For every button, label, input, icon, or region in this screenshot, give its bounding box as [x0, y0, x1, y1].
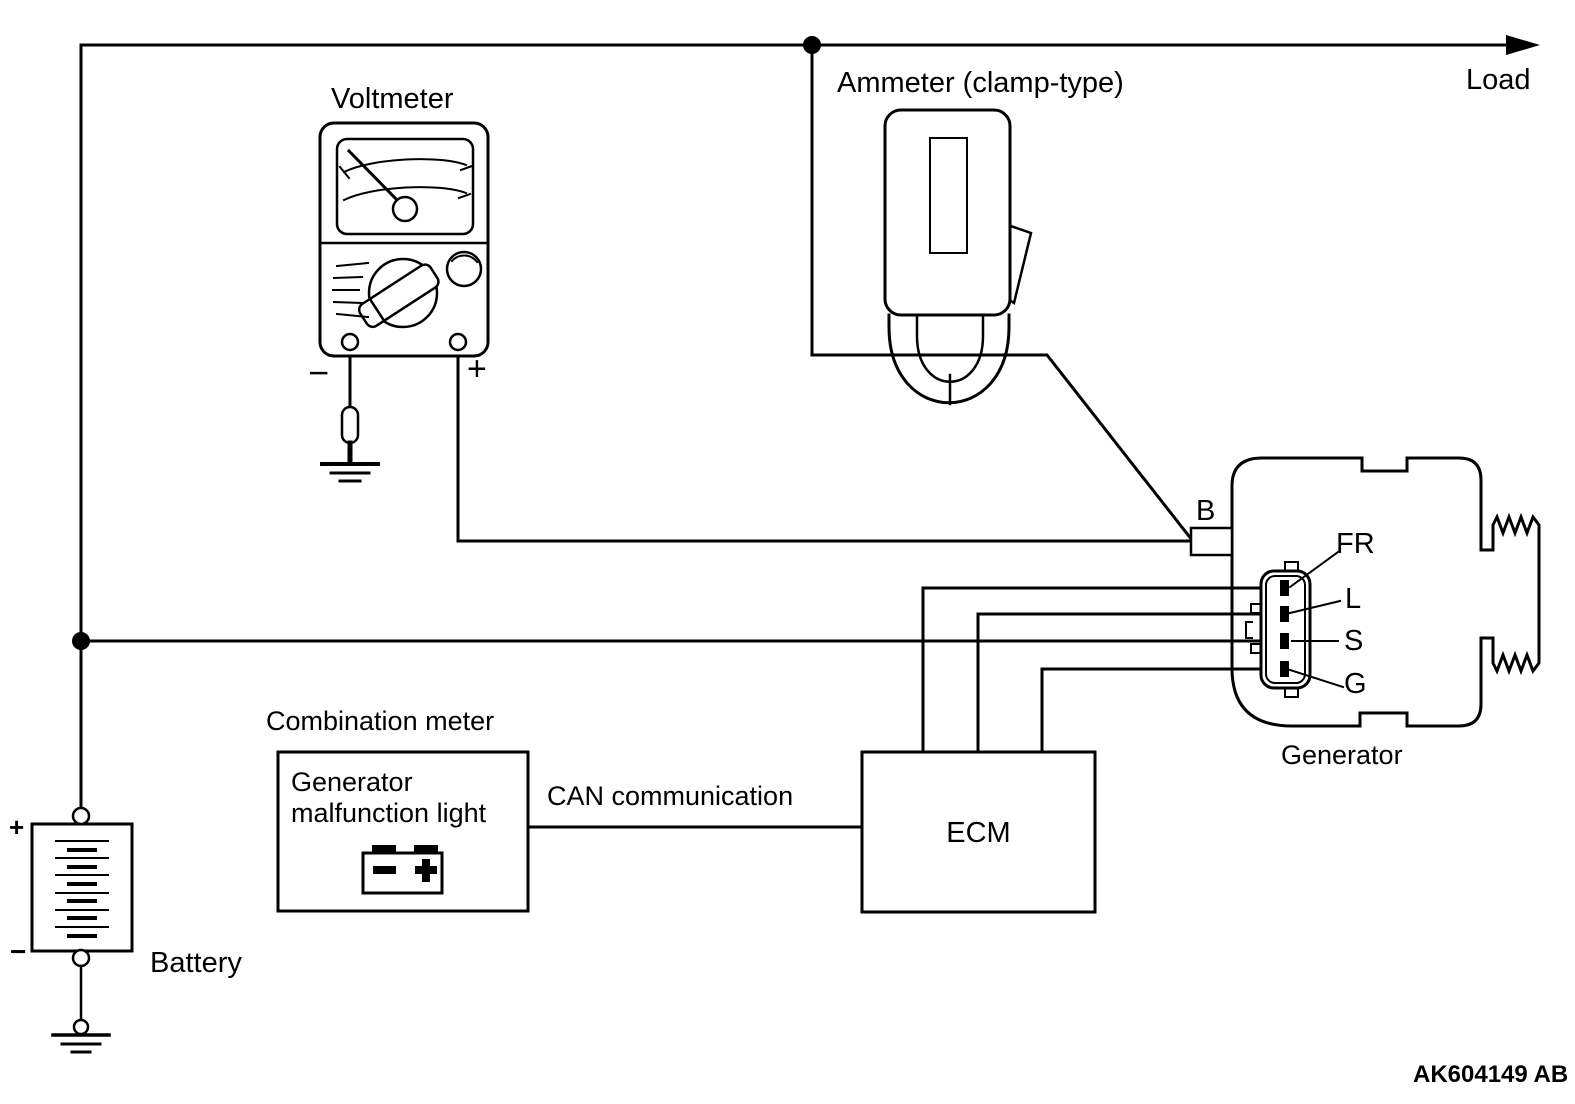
leader-fr [1288, 550, 1340, 589]
lamp-terminal-right [414, 845, 438, 854]
battery-minus-label: − [10, 936, 27, 967]
wire-fr-terminal [921, 586, 1287, 754]
connector-outer [1259, 569, 1312, 690]
ammeter-label: Ammeter (clamp-type) [837, 67, 1124, 99]
leader-g [1288, 668, 1345, 689]
connector-inner [1265, 575, 1306, 684]
leader-l [1288, 599, 1342, 615]
figure-code: AK604149 AB [1413, 1061, 1569, 1088]
voltmeter-minus-label: − [308, 352, 330, 393]
load-label: Load [1466, 64, 1531, 96]
voltmeter-sub-dial-arc [450, 254, 479, 264]
ammeter-display [929, 137, 968, 254]
malfunction-light-line1: Generator [291, 767, 413, 797]
voltmeter-scale-arc-upper [342, 158, 468, 174]
voltmeter-label: Voltmeter [331, 83, 454, 115]
lamp-minus-symbol [373, 866, 396, 874]
battery-ground-node [72, 1018, 90, 1036]
pin-fr-label: FR [1336, 528, 1375, 560]
connector-pin-g [1280, 661, 1289, 677]
voltmeter-needle [346, 148, 402, 205]
pin-s-label: S [1344, 625, 1364, 657]
voltmeter-terminal-plus [448, 332, 468, 352]
connector-latch-bracket [1245, 621, 1253, 639]
battery-terminal-top [71, 806, 91, 826]
battery-plates [55, 840, 109, 938]
battery-terminal-bottom [71, 948, 91, 968]
connector-pin-fr [1280, 580, 1289, 596]
combination-meter-label: Combination meter [266, 706, 495, 736]
terminal-b-label: B [1196, 495, 1216, 527]
pin-g-label: G [1344, 668, 1367, 700]
can-label: CAN communication [547, 781, 794, 811]
battery-plus-label: + [9, 812, 25, 842]
voltmeter-probe [340, 405, 360, 445]
voltmeter-scale-arc-lower [342, 186, 468, 202]
load-arrowhead [1506, 35, 1540, 55]
wire-ammeter-to-b [810, 353, 1195, 543]
voltmeter-sub-dial [445, 250, 483, 288]
connector-pin-l [1280, 606, 1289, 622]
wire-voltmeter-plus-to-b [456, 348, 1193, 543]
wire-l-terminal [976, 612, 1287, 754]
ammeter-clamp-inner [915, 313, 985, 383]
malfunction-light-label: Generator malfunction light [291, 767, 486, 828]
lamp-plus-symbol-v [422, 859, 430, 882]
voltmeter-plus-label: + [467, 350, 487, 388]
ecm-box [860, 750, 1097, 914]
generator-b-terminal [1189, 526, 1234, 557]
battery-body [30, 822, 134, 953]
wire-g-terminal [1040, 667, 1287, 754]
lamp-terminal-left [372, 845, 396, 854]
voltmeter-knob-lever [357, 263, 440, 329]
voltmeter-terminal-minus [340, 332, 360, 352]
pin-l-label: L [1345, 583, 1362, 615]
voltmeter-range-marks [332, 261, 370, 319]
junction-dot-top [803, 36, 821, 54]
generator-label: Generator [1281, 740, 1403, 770]
malfunction-light-line2: malfunction light [291, 797, 487, 828]
ecm-label: ECM [946, 817, 1011, 849]
connector-pin-s [1280, 633, 1289, 649]
junction-dot-left [72, 632, 90, 650]
voltmeter-scale-ticks [338, 164, 474, 200]
battery-label: Battery [150, 947, 242, 979]
voltmeter-needle-pivot [391, 195, 419, 223]
